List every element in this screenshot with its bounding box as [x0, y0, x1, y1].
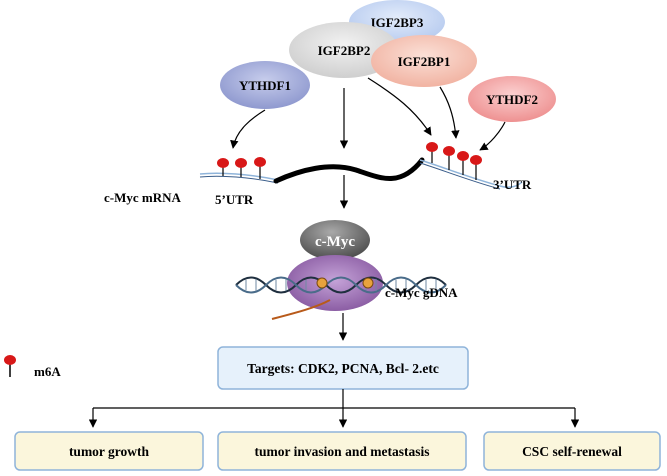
- igf2bp1-label: IGF2BP1: [398, 54, 451, 69]
- igf2bp3-label: IGF2BP3: [371, 15, 424, 30]
- mrna-label: c-Myc mRNA: [104, 190, 181, 205]
- reader-arrows: [230, 77, 506, 151]
- dna-strand-b: [235, 276, 447, 294]
- utr3-strand: [419, 159, 523, 188]
- targets-box: Targets: CDK2, PCNA, Bcl- 2.etc: [217, 346, 469, 390]
- gdna-label: c-Myc gDNA: [385, 285, 458, 300]
- nucleosome: [287, 255, 383, 311]
- outcome-tumor-growth: tumor growth: [14, 431, 204, 471]
- targets-label: Targets: CDK2, PCNA, Bcl- 2.etc: [247, 361, 439, 376]
- m6a-legend: m6A: [4, 355, 61, 379]
- ythdf2-node: YTHDF2: [468, 76, 556, 122]
- m6a-legend-label: m6A: [34, 364, 61, 379]
- ythdf1-label: YTHDF1: [239, 78, 291, 93]
- c-myc-protein-label: c-Myc: [315, 234, 355, 250]
- utr5-strand: [199, 172, 279, 181]
- c-myc-protein: c-Myc: [300, 220, 370, 260]
- igf2bp1-node: IGF2BP1: [371, 35, 477, 87]
- utr3-label: 3’UTR: [493, 177, 532, 192]
- m6a-pins-3utr: [426, 142, 482, 180]
- coding-region: [273, 157, 425, 184]
- outcome-label: tumor growth: [69, 444, 150, 459]
- igf2bp2-to-3utr-arrow: [367, 77, 432, 136]
- ythdf1-node: YTHDF1: [220, 61, 310, 109]
- outcome-tumor-invasion: tumor invasion and metastasis: [217, 431, 467, 471]
- outcome-csc-self-renewal: CSC self-renewal: [483, 431, 661, 471]
- m6a-pins-5utr: [217, 157, 266, 179]
- outcome-label: tumor invasion and metastasis: [255, 444, 430, 459]
- dna-strand-a: [235, 276, 447, 294]
- histone-tail: [271, 299, 331, 320]
- ythdf2-to-3utr-arrow: [479, 121, 506, 151]
- outcome-branches: [88, 389, 580, 428]
- ythdf1-to-5utr-arrow: [230, 109, 266, 149]
- ythdf2-label: YTHDF2: [486, 92, 538, 107]
- c-myc-mrna: [199, 157, 523, 190]
- outcome-label: CSC self-renewal: [522, 444, 622, 459]
- igf2bp1-to-3utr-arrow: [439, 86, 460, 139]
- igf2bp2-label: IGF2BP2: [318, 43, 371, 58]
- c-myc-gdna: [235, 255, 447, 320]
- utr5-label: 5’UTR: [215, 192, 254, 207]
